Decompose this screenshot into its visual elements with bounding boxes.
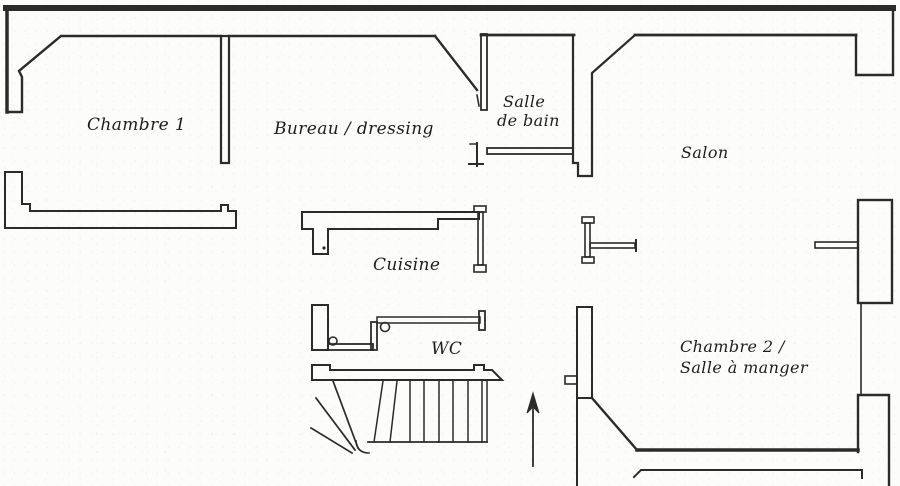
door-salon xyxy=(581,216,637,264)
wall-salon-top xyxy=(633,8,895,77)
room-label-salon: Salon xyxy=(681,143,729,162)
room-label-chambre2: Chambre 2 / Salle à manger xyxy=(680,336,808,378)
room-label-cuisine: Cuisine xyxy=(373,255,441,275)
room-label-wc: WC xyxy=(431,339,463,359)
room-label-salle-de-bain-line2: de bain xyxy=(497,111,560,130)
room-label-salle-de-bain: Salle de bain xyxy=(497,92,560,130)
staircase xyxy=(309,379,488,455)
room-label-chambre2-line2: Salle à manger xyxy=(680,358,808,377)
wall-wc xyxy=(311,304,486,351)
wall-cuisine xyxy=(301,205,487,273)
wall-stair-top xyxy=(311,364,505,381)
room-label-salle-de-bain-line1: Salle xyxy=(503,92,546,111)
wall-bureau-top xyxy=(227,34,480,107)
wall-right-window-piers xyxy=(814,198,894,486)
wall-chambre2-bottom xyxy=(632,448,863,479)
entrance-arrow-icon xyxy=(526,391,540,467)
wall-chambre1-bureau xyxy=(219,34,231,165)
room-label-chambre1: Chambre 1 xyxy=(87,115,187,135)
wall-corner-top-left xyxy=(5,8,223,114)
wall-chambre2-left xyxy=(564,306,639,486)
room-label-bureau: Bureau / dressing xyxy=(274,119,434,139)
wall-salle-de-bain xyxy=(468,33,637,178)
room-label-chambre2-line1: Chambre 2 / xyxy=(680,337,785,356)
wall-chambre1-bottom xyxy=(4,171,237,229)
